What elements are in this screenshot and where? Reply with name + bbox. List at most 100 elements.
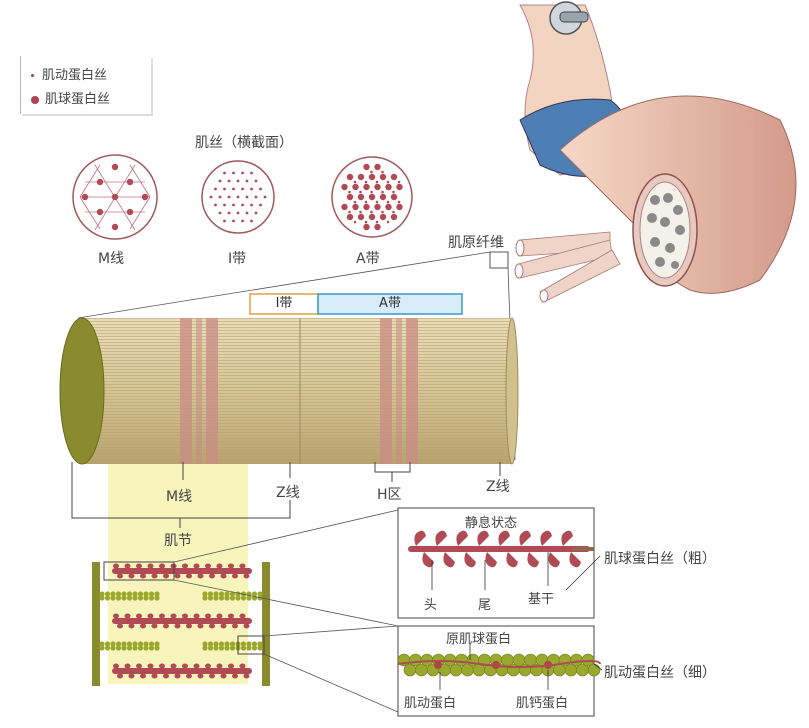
actin-bead (148, 641, 155, 647)
actin-dot (227, 179, 231, 183)
myosin-head (186, 573, 192, 579)
myosin-head (186, 623, 192, 629)
actin-bead (137, 591, 144, 597)
myosin-dot (341, 183, 348, 191)
myosin-head (124, 663, 131, 669)
actin-bead (143, 591, 149, 597)
actin-bead (257, 591, 263, 597)
cross-section-i-band (201, 160, 275, 234)
actin-bead (246, 645, 252, 651)
actin-bead (251, 591, 258, 597)
resting-state-label: 静息状态 (465, 516, 518, 531)
myosin-head (209, 573, 215, 579)
actin-bead (110, 641, 116, 647)
myosin-head (159, 563, 165, 569)
actin-dot (254, 211, 258, 215)
myosin-head (197, 673, 204, 679)
actin-bead (121, 591, 127, 597)
actin-bead (99, 595, 105, 601)
actin-bead (99, 641, 105, 647)
z-line-label-1: Z线 (276, 485, 300, 501)
legend-actin-label: 肌动蛋白丝 (42, 68, 108, 83)
actin-dot (250, 203, 253, 207)
actin-dot (223, 203, 226, 207)
head-label: 头 (424, 598, 438, 613)
actin-bead (224, 595, 230, 601)
actin-bead (213, 591, 219, 597)
myosin-head (163, 673, 169, 679)
actin-bead (207, 641, 214, 647)
myosin-head (561, 530, 573, 546)
actin-dot (254, 195, 258, 199)
actin-bead (207, 591, 214, 597)
actin-dot (227, 195, 231, 199)
tail-label: 尾 (478, 598, 492, 613)
actin-bead (218, 641, 225, 647)
myosin-head (117, 573, 123, 579)
actin-bead (213, 595, 219, 601)
actin-dot (348, 190, 351, 194)
myosin-dot (363, 223, 370, 231)
myosin-dot (396, 203, 403, 211)
myosin-head (243, 673, 250, 679)
actin-dot (348, 210, 351, 214)
myosin-dot (357, 193, 365, 201)
actin-dot (214, 187, 217, 191)
actin-dot (375, 200, 379, 204)
sarcomere-bracket (71, 462, 501, 528)
myosin-dot (357, 213, 365, 221)
myosin-head (243, 573, 250, 579)
actin-bead (148, 591, 155, 597)
actin-dot (386, 220, 390, 224)
myosin-head (205, 613, 211, 619)
myosin-dot (363, 203, 370, 211)
myosin-head (197, 623, 204, 629)
myosin-head (182, 663, 188, 669)
troponin-marker (434, 661, 442, 669)
myosin-dot (346, 193, 354, 201)
myosin-head (193, 663, 200, 669)
actin-label: 肌动蛋白 (404, 696, 457, 711)
actin-dot (359, 210, 362, 214)
actin-bead (126, 641, 133, 647)
myosin-head (117, 623, 123, 629)
actin-dot (241, 203, 244, 207)
actin-bead (121, 645, 127, 651)
actin-bead (240, 595, 247, 601)
actin-bead (154, 591, 160, 597)
myosin-head (147, 663, 154, 669)
myosin-head (113, 613, 119, 619)
actin-bead (154, 595, 160, 601)
actin-dot (250, 187, 253, 191)
myosin-head (117, 673, 123, 679)
actin-dot (359, 190, 362, 194)
actin-dot (245, 179, 249, 183)
myosin-dot (341, 203, 348, 211)
myosin-head (422, 552, 434, 568)
actin-bead (148, 645, 155, 651)
legend: 肌动蛋白丝 肌球蛋白丝 (20, 56, 151, 114)
actin-bead (202, 645, 208, 651)
actin-dot (392, 190, 395, 194)
actin-bead (143, 595, 149, 601)
myosin-head (443, 552, 455, 568)
myosin-dot (390, 173, 398, 181)
myosin-head (140, 573, 146, 579)
thick-filament (112, 568, 252, 574)
h-zone-label: H区 (377, 487, 402, 503)
actin-bead (110, 595, 116, 601)
myosin-head (197, 573, 204, 579)
myosin-dot (363, 163, 370, 171)
actin-dot (353, 180, 357, 184)
myosin-head (205, 563, 211, 569)
cross-section-m-line-label: M线 (98, 251, 125, 267)
actin-bead (132, 641, 138, 647)
actin-bead (207, 595, 214, 601)
actin-dot (232, 219, 235, 223)
actin-dot (263, 195, 267, 199)
actin-bead (115, 645, 122, 651)
myosin-dot (379, 213, 387, 221)
myosin-head (414, 530, 426, 546)
actin-dot (232, 187, 235, 191)
myosin-head (159, 613, 165, 619)
